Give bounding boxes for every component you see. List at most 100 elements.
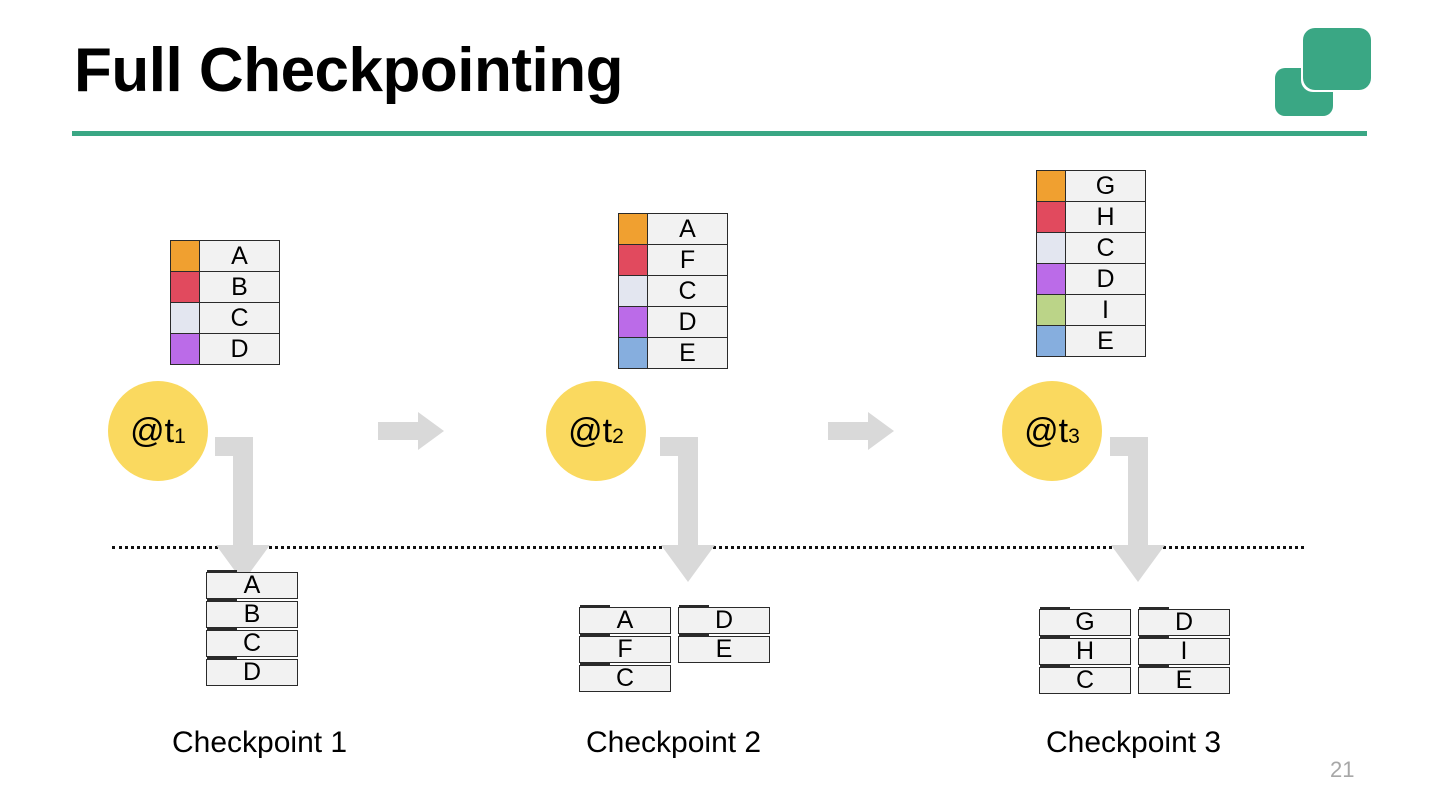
row-label-cell: D [199,333,280,365]
checkpoint-caption-3: Checkpoint 3 [1046,726,1222,759]
row-label-cell: A [579,607,671,634]
row-color-swatch [1139,665,1169,667]
table-row: A [618,213,728,245]
time-marker-prefix: @t [130,411,175,450]
row-color-swatch [1036,263,1066,295]
time-marker-subscript: 1 [174,425,186,449]
row-label-cell: C [647,275,728,307]
row-color-swatch [1036,232,1066,264]
row-label-cell: B [206,601,298,628]
table-row: E [678,634,770,663]
table-row: B [170,271,280,303]
row-color-swatch [170,271,200,303]
row-label-cell: E [1138,667,1230,694]
row-label-cell: I [1138,638,1230,665]
row-color-swatch [207,570,237,572]
table-row: G [1036,170,1146,202]
row-label-cell: D [1065,263,1146,295]
row-color-swatch [1036,201,1066,233]
row-label-cell: C [1065,232,1146,264]
row-color-swatch [679,605,709,607]
table-row: H [1036,201,1146,233]
table-row: D [678,605,770,634]
row-color-swatch [580,663,610,665]
table-row: D [1036,263,1146,295]
logo-square-front [1303,28,1371,90]
row-label-cell: E [647,337,728,369]
row-label-cell: D [647,306,728,338]
row-color-swatch [170,333,200,365]
row-label-cell: G [1065,170,1146,202]
row-color-swatch [618,244,648,276]
table-row: A [170,240,280,272]
row-label-cell: G [1039,609,1131,636]
row-color-swatch [618,275,648,307]
elbow-arrow-t3-to-checkpoint3-icon [1110,437,1182,587]
row-color-swatch [1040,665,1070,667]
table-row: D [170,333,280,365]
row-color-swatch [170,240,200,272]
row-color-swatch [170,302,200,334]
row-color-swatch [618,213,648,245]
row-label-cell: H [1065,201,1146,233]
row-color-swatch [1040,636,1070,638]
elbow-arrow-t1-to-checkpoint1-icon [215,437,287,587]
row-color-swatch [618,306,648,338]
table-row: G [1039,607,1131,636]
row-color-swatch [207,599,237,601]
table-row: A [579,605,671,634]
row-label-cell: C [579,665,671,692]
brand-logo-icon [1275,28,1371,116]
table-row: I [1036,294,1146,326]
table-row: C [206,628,298,657]
time-marker-subscript: 3 [1068,425,1080,449]
time-marker-subscript: 2 [612,425,624,449]
table-row: H [1039,636,1131,665]
row-label-cell: C [206,630,298,657]
row-color-swatch [1036,170,1066,202]
table-row: D [206,657,298,686]
row-label-cell: A [199,240,280,272]
row-color-swatch [580,634,610,636]
row-label-cell: A [647,213,728,245]
table-row: F [579,634,671,663]
arrow-t1-to-t2-icon [378,411,444,451]
row-label-cell: C [199,302,280,334]
row-label-cell: F [579,636,671,663]
table-row: C [1036,232,1146,264]
row-label-cell: B [199,271,280,303]
time-marker-prefix: @t [1024,411,1069,450]
table-row: D [618,306,728,338]
row-color-swatch [1139,636,1169,638]
table-row: E [1036,325,1146,357]
row-color-swatch [207,628,237,630]
row-color-swatch [207,657,237,659]
arrow-t2-to-t3-icon [828,411,894,451]
table-row: B [206,599,298,628]
row-label-cell: D [1138,609,1230,636]
page-title: Full Checkpointing [74,36,623,105]
table-row: C [170,302,280,334]
row-label-cell: D [206,659,298,686]
row-label-cell: I [1065,294,1146,326]
row-label-cell: C [1039,667,1131,694]
table-row: E [1138,665,1230,694]
row-label-cell: A [206,572,298,599]
row-label-cell: H [1039,638,1131,665]
row-label-cell: E [1065,325,1146,357]
table-row: F [618,244,728,276]
table-row: C [1039,665,1131,694]
title-underline-rule [72,131,1367,136]
